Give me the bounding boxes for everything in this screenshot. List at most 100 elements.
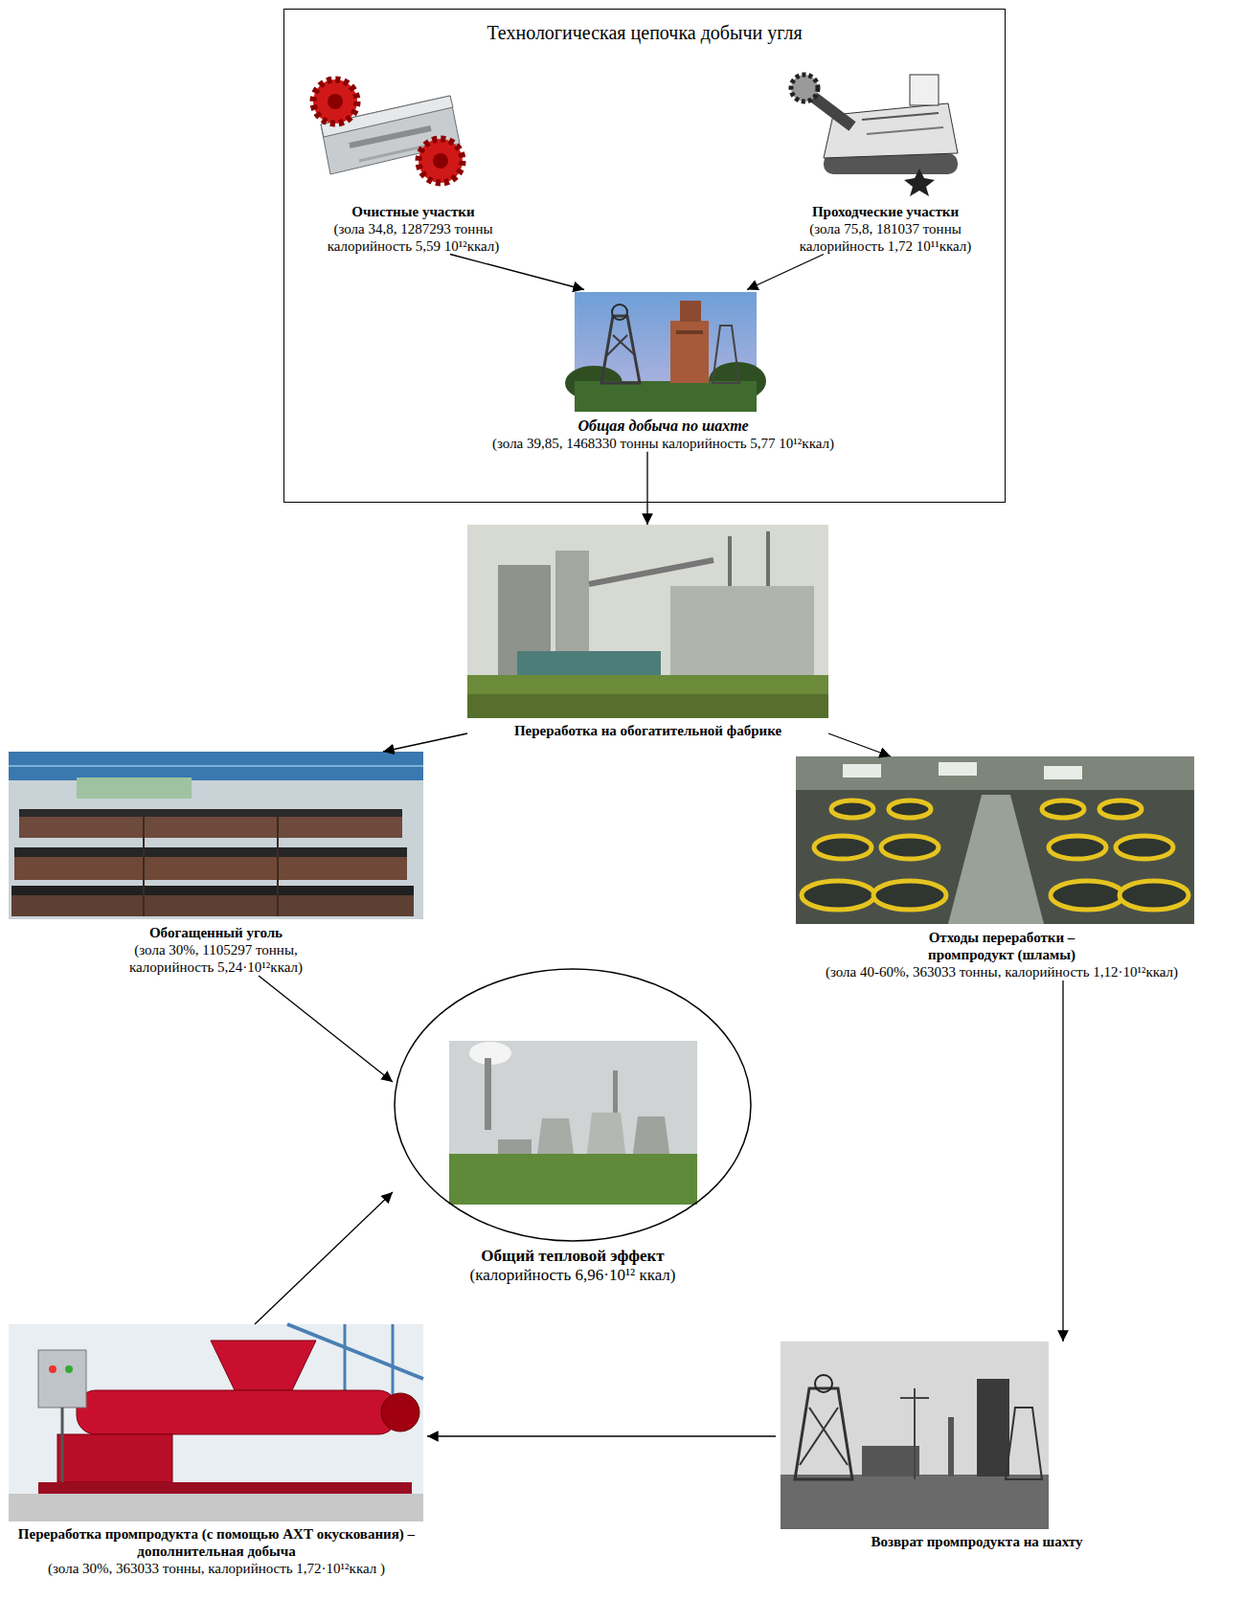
shearer-illustration-part — [418, 138, 463, 183]
stage-node: Отходы переработки – промпродукт (шламы)… — [791, 756, 1213, 981]
briquetting-machine-photo-part — [210, 1340, 317, 1391]
briquetting-machine-photo-part — [57, 1434, 173, 1483]
coal-wagons-photo-part — [8, 751, 424, 781]
mine-headframes-photo-part — [814, 1375, 833, 1393]
mine-shaft-photo-part — [601, 316, 640, 384]
node-heading: Отходы переработки – промпродукт (шламы) — [901, 928, 1103, 964]
mine-headframes-photo-part — [948, 1417, 954, 1477]
node-heading: Общая добыча по шахте — [395, 416, 932, 435]
flow-arrow — [258, 975, 393, 1083]
node-text: (зола 30%, 363033 тонны, калорийность 1,… — [5, 1560, 428, 1578]
stage-node: Обогащенный уголь(зола 30%, 1105297 тонн… — [8, 751, 424, 976]
chain-frame: Технологическая цепочка добычи угляОчист… — [283, 8, 1006, 503]
roadheader-illustration-part — [861, 113, 939, 120]
power-plant-photo — [449, 1041, 698, 1205]
flow-arrow — [747, 254, 824, 291]
slurry-tanks-photo-part — [1119, 881, 1189, 910]
processing-plant-photo-part — [467, 675, 829, 719]
mine-headframes-photo-part — [780, 1474, 1049, 1530]
slurry-tanks-photo-part — [888, 800, 931, 818]
flow-arrow — [450, 254, 585, 291]
stage-node: Переработка промпродукта (с помощью АХТ … — [5, 1324, 428, 1578]
briquetting-machine-photo-part — [391, 1324, 395, 1399]
mine-headframes-photo-part — [809, 1407, 848, 1466]
shearer-illustration — [313, 79, 463, 183]
mine-shaft-photo-part — [574, 292, 757, 412]
briquetting-machine-photo-part — [8, 1494, 424, 1522]
roadheader-illustration — [791, 74, 958, 197]
roadheader-illustration-part — [909, 74, 939, 106]
mine-headframes-photo-part — [794, 1388, 853, 1480]
briquetting-machine-photo-part — [343, 1324, 347, 1399]
slurry-tanks-photo-part — [795, 756, 1195, 925]
mine-headframes-photo-part — [780, 1341, 1049, 1530]
node-heading: Переработка промпродукта (с помощью АХТ … — [5, 1525, 428, 1561]
processing-plant-photo — [467, 524, 829, 719]
ellipse-shape — [394, 969, 751, 1242]
flow-arrow — [1062, 980, 1064, 1342]
node-heading: Проходческие участки — [777, 203, 994, 221]
mine-shaft-photo-part — [676, 330, 703, 335]
stage-node: Переработка на обогатительной фабрике — [467, 524, 829, 740]
shearer-illustration-part — [327, 93, 343, 110]
coal-wagons-photo-part — [19, 816, 403, 838]
coal-wagons-photo-part — [14, 857, 408, 881]
result-ellipse: Общий тепловой эффект(калорийность 6,96·… — [392, 967, 753, 1287]
briquetting-machine-photo-part — [381, 1393, 420, 1432]
processing-plant-photo-part — [467, 524, 829, 719]
power-plant-photo-part — [449, 1041, 698, 1205]
slurry-tanks-photo-part — [795, 756, 1195, 791]
processing-plant-photo-part — [517, 651, 661, 679]
node-text: (зола 40-60%, 363033 тонны, калорийность… — [791, 963, 1213, 981]
mine-headframes-photo-part — [976, 1379, 1010, 1477]
coal-wagons-photo-part — [8, 751, 424, 920]
briquetting-machine-photo-part — [61, 1407, 65, 1483]
ellipse-outline — [392, 967, 753, 1244]
stage-node: Общая добыча по шахте(зола 39,85, 146833… — [392, 290, 935, 453]
shearer-illustration-part — [313, 79, 358, 124]
slurry-tanks-photo-part — [1048, 836, 1107, 860]
processing-plant-photo-part — [766, 531, 770, 587]
mine-headframes-photo-part — [913, 1388, 916, 1480]
slurry-tanks-photo — [795, 756, 1195, 925]
mine-headframes-photo-part — [1005, 1407, 1042, 1480]
stage-node: Очистные участки(зола 34,8, 1287293 тонн… — [298, 59, 529, 255]
roadheader-illustration-part — [866, 127, 944, 135]
slurry-tanks-photo-part — [938, 762, 977, 776]
node-text: (зола 39,85, 1468330 тонны калорийность … — [395, 434, 932, 453]
node-text: (калорийность 6,96·10¹² ккал) — [392, 1266, 753, 1286]
slurry-tanks-photo-part — [1043, 766, 1083, 780]
stage-node: Проходческие участки(зола 75,8, 181037 т… — [775, 59, 996, 255]
mine-shaft-photo-part — [574, 381, 757, 412]
processing-plant-photo-part — [588, 560, 714, 585]
mine-shaft-photo-part — [606, 335, 628, 357]
coal-wagons-photo-part — [11, 895, 414, 917]
mine-headframes-photo — [780, 1341, 1049, 1530]
coal-wagons-photo-part — [76, 777, 192, 799]
briquetting-machine-photo-part — [8, 1324, 424, 1522]
node-heading: Обогащенный уголь — [72, 924, 361, 942]
slurry-tanks-photo-part — [948, 794, 1044, 925]
briquetting-machine-photo — [8, 1324, 424, 1522]
coal-wagons-photo — [8, 751, 424, 920]
slurry-tanks-photo-part — [873, 881, 947, 910]
mine-headframes-photo-part — [861, 1446, 920, 1477]
flow-arrow — [646, 452, 648, 525]
processing-plant-photo-part — [727, 536, 732, 587]
processing-plant-photo-part — [670, 586, 815, 679]
power-plant-photo-part — [586, 1112, 627, 1161]
slurry-tanks-photo-part — [801, 881, 875, 910]
mine-headframes-photo-part — [900, 1397, 929, 1400]
briquetting-machine-photo-part — [38, 1350, 87, 1408]
node-text: (зола 30%, 1105297 тонны, калорийность 5… — [111, 941, 322, 976]
roadheader-illustration-part — [823, 103, 958, 159]
roadheader-illustration-part — [791, 74, 818, 102]
slurry-tanks-photo-part — [1041, 800, 1085, 818]
power-plant-photo-part — [449, 1154, 698, 1205]
roadheader-illustration-part — [904, 168, 935, 197]
briquetting-machine-photo-part — [48, 1365, 57, 1374]
slurry-tanks-photo-part — [1050, 881, 1124, 910]
